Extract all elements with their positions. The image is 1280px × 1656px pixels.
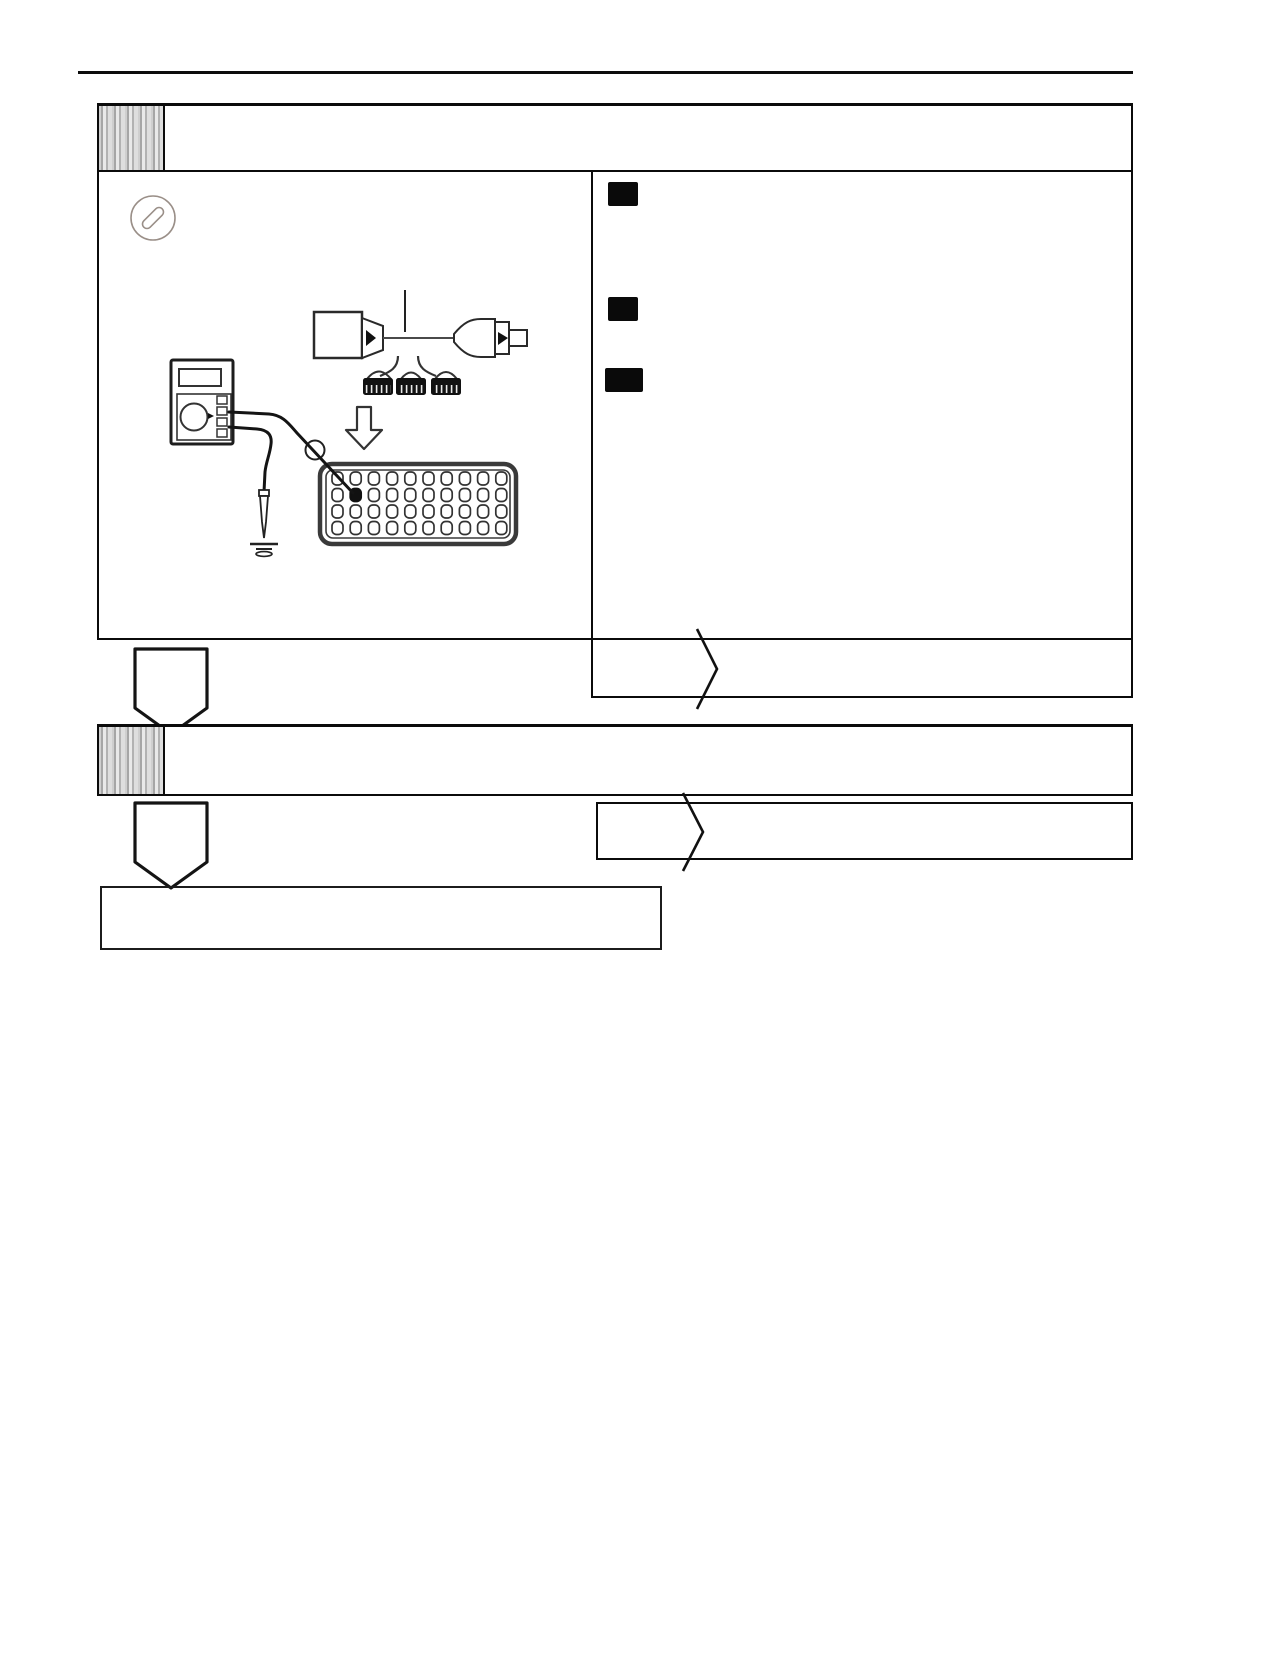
pin	[385, 504, 399, 519]
step3-ng-chevron-icon	[681, 792, 705, 872]
pin	[331, 487, 344, 503]
pin	[403, 520, 417, 536]
ground-ellipse	[255, 550, 273, 558]
running-header	[0, 52, 1280, 68]
header-rule	[78, 71, 1133, 74]
step2-diagram	[130, 195, 528, 558]
pin	[422, 520, 435, 536]
pin	[494, 487, 508, 503]
step3-header-box	[97, 724, 1133, 796]
check-chip-icon	[608, 297, 638, 321]
fan-arc-3	[434, 371, 458, 380]
drop-cable-left	[379, 355, 400, 378]
pin-grid	[331, 471, 508, 536]
step2-ok-chevron-icon	[695, 628, 719, 710]
pin	[440, 504, 454, 519]
pin	[440, 471, 454, 486]
pin	[349, 471, 363, 486]
step3-ok-pennant	[133, 801, 209, 890]
harness-plug-right-body	[453, 318, 496, 358]
connector-block-2	[396, 378, 426, 395]
fan-arc-2	[400, 371, 422, 380]
step3-number	[99, 727, 165, 794]
pin	[458, 520, 472, 536]
plug-arrow-left	[366, 330, 376, 346]
pin	[349, 520, 363, 536]
step2-title	[165, 106, 192, 170]
probe-wire-to-pin	[227, 410, 355, 495]
down-arrow-icon	[344, 405, 384, 451]
fan-arc-1	[366, 370, 392, 380]
step3-title	[165, 727, 192, 794]
voltmeter-dial-pointer	[208, 413, 214, 419]
pin	[367, 520, 381, 536]
pin	[494, 471, 508, 486]
step2-diagram-box	[97, 172, 591, 640]
step2-ng-pennant	[133, 647, 209, 736]
pin	[367, 471, 381, 486]
voltmeter-terminal-3	[216, 417, 228, 427]
pin	[367, 487, 381, 503]
pin	[458, 504, 472, 519]
pin	[476, 520, 490, 536]
pin	[476, 504, 490, 519]
pin	[385, 487, 399, 503]
pin	[458, 471, 472, 486]
test-probe	[259, 495, 269, 539]
pin	[494, 520, 508, 536]
pin	[440, 487, 454, 503]
step2-header-box	[97, 103, 1133, 172]
pin	[422, 504, 435, 519]
prepare-chip-icon	[608, 182, 638, 206]
probe-wire-to-ground	[227, 425, 273, 494]
pin	[476, 471, 490, 486]
pin	[422, 487, 435, 503]
pin	[440, 520, 454, 536]
pin	[385, 471, 399, 486]
harness-plug-right-tab	[508, 329, 528, 347]
voltmeter-terminal-4	[216, 428, 228, 438]
plug-arrow-right	[498, 332, 508, 345]
pin	[331, 520, 344, 536]
ok-chip-icon	[605, 368, 643, 392]
pin	[458, 487, 472, 503]
pin	[403, 487, 417, 503]
pin	[367, 504, 381, 519]
pin	[422, 471, 435, 486]
connector-block-1	[363, 378, 393, 395]
ecm-box	[312, 310, 364, 360]
pin	[403, 504, 417, 519]
drop-cable-right	[416, 355, 437, 378]
step3-ng-box	[596, 802, 1133, 860]
final-action-box	[100, 886, 662, 950]
pin	[385, 520, 399, 536]
running-header-separator	[626, 52, 654, 68]
ignition-key-slot	[141, 206, 165, 230]
voltmeter-terminal-2	[216, 406, 228, 416]
pin-grid-inner-outline	[325, 469, 511, 539]
ignition-switch-icon	[130, 195, 176, 241]
connector-block-3	[431, 378, 461, 395]
pin	[349, 504, 363, 519]
pin	[403, 471, 417, 486]
voltmeter-terminal-1	[216, 395, 228, 405]
step2-number	[99, 106, 165, 170]
voltmeter-dial	[179, 402, 209, 432]
voltmeter-display	[178, 368, 222, 387]
pin	[331, 504, 344, 519]
pin	[476, 487, 490, 503]
pin	[494, 504, 508, 519]
step2-instruction-box	[591, 172, 1133, 698]
ok-row-divider	[591, 638, 1133, 640]
